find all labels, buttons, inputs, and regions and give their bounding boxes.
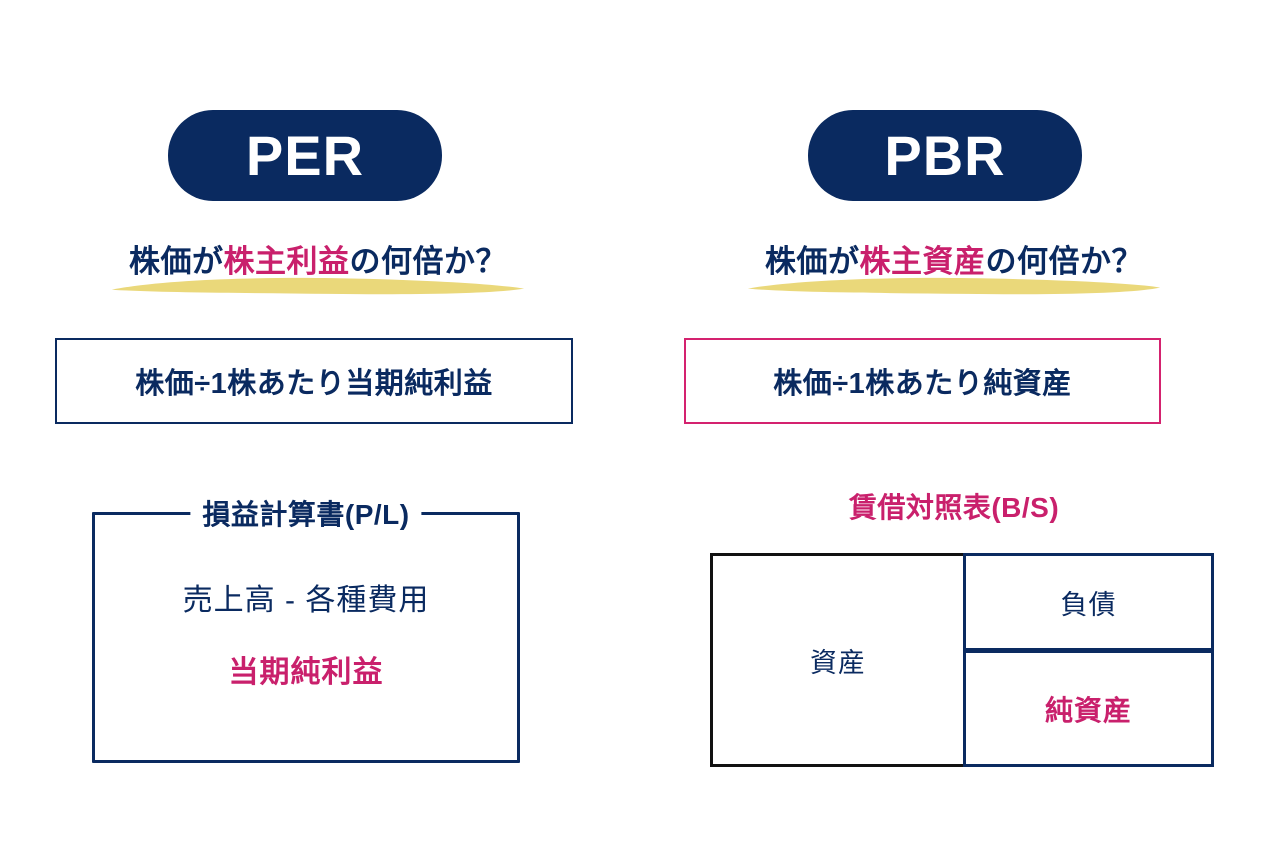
per-subtitle-wrapper: 株価が株主利益の何倍か？ — [0, 243, 636, 305]
per-formula-box: 株価÷1株あたり当期純利益 — [55, 338, 573, 424]
pbr-formula-box: 株価÷1株あたり純資産 — [684, 338, 1161, 424]
pbr-subtitle-after: の何倍か？ — [985, 244, 1143, 279]
bs-liabilities-cell: 負債 — [966, 556, 1211, 653]
bs-equity-cell: 純資産 — [966, 653, 1211, 764]
bs-assets-cell: 資産 — [710, 553, 963, 767]
pl-net-income: 当期純利益 — [228, 656, 384, 689]
per-badge: PER — [168, 110, 442, 201]
pbr-subtitle-before: 株価が — [765, 244, 860, 279]
pl-revenue-minus-costs: 売上高 - 各種費用 — [182, 584, 430, 617]
pl-body: 売上高 - 各種費用 当期純利益 — [95, 575, 517, 691]
per-formula-text: 株価÷1株あたり当期純利益 — [135, 368, 493, 400]
per-subtitle: 株価が株主利益の何倍か？ — [111, 243, 525, 295]
pl-legend-label: 損益計算書(P/L) — [190, 493, 422, 533]
bs-equity-label: 純資産 — [1044, 694, 1132, 726]
pbr-subtitle-accent: 株主資産 — [859, 244, 986, 279]
pbr-formula-text: 株価÷1株あたり純資産 — [773, 368, 1072, 400]
per-subtitle-after: の何倍か？ — [349, 244, 507, 279]
balance-sheet-title: 賃借対照表(B/S) — [848, 492, 1060, 523]
pbr-badge: PBR — [808, 110, 1082, 201]
balance-sheet-diagram: 資産 負債 純資産 — [710, 553, 1214, 767]
pbr-subtitle-wrapper: 株価が株主資産の何倍か？ — [636, 243, 1272, 305]
pbr-column: PBR 株価が株主資産の何倍か？ 株価÷1株あたり純資産 賃借対照表(B/S) … — [636, 0, 1272, 850]
pbr-badge-label: PBR — [884, 123, 1006, 187]
per-subtitle-before: 株価が — [129, 244, 224, 279]
per-column: PER 株価が株主利益の何倍か？ 株価÷1株あたり当期純利益 損益計算書(P/L… — [0, 110, 636, 763]
bs-right-column: 負債 純資産 — [963, 553, 1214, 767]
profit-loss-statement-diagram: 損益計算書(P/L) 売上高 - 各種費用 当期純利益 — [92, 493, 520, 763]
per-badge-label: PER — [245, 123, 365, 187]
bs-liabilities-label: 負債 — [1060, 589, 1117, 620]
bs-assets-label: 資産 — [810, 647, 866, 678]
pbr-subtitle: 株価が株主資産の何倍か？ — [747, 243, 1161, 295]
per-subtitle-accent: 株主利益 — [223, 244, 350, 279]
